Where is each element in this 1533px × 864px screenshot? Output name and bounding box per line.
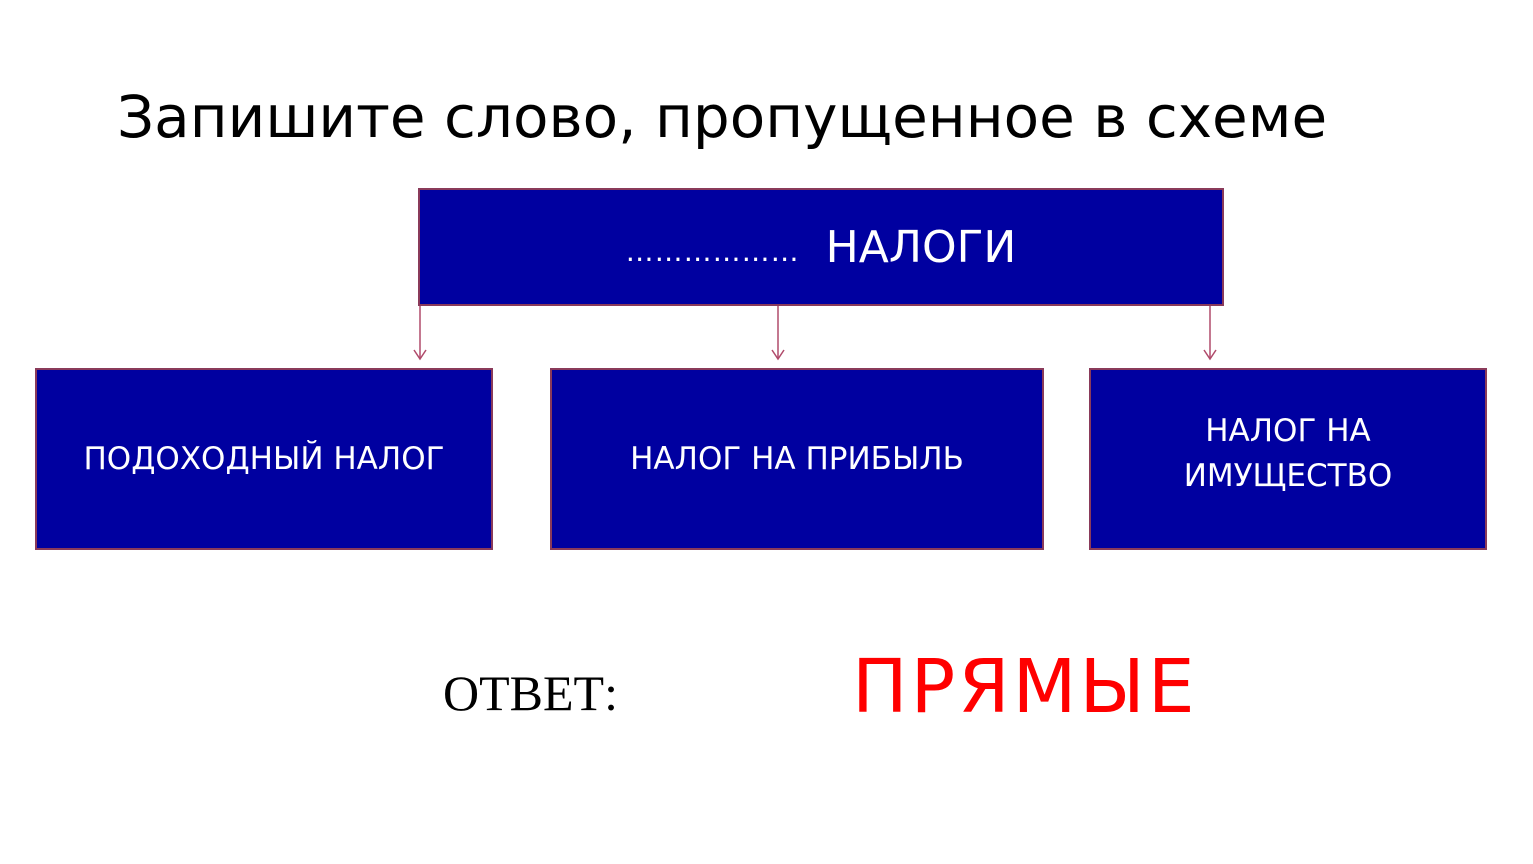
child-node-label: НАЛОГ НА ИМУЩЕСТВО	[1184, 409, 1393, 499]
child-node-label: НАЛОГ НА ПРИБЫЛЬ	[630, 440, 964, 477]
child-node-property-tax: НАЛОГ НА ИМУЩЕСТВО	[1089, 368, 1487, 550]
child-node-label-line-2: ИМУЩЕСТВО	[1183, 458, 1393, 494]
root-node-label: НАЛОГИ	[825, 221, 1017, 273]
root-node: ……………… НАЛОГИ	[418, 188, 1224, 306]
answer-label: ОТВЕТ:	[443, 665, 618, 721]
child-node-label-line-1: НАЛОГ НА	[1205, 413, 1371, 450]
connector-arrowhead-1	[413, 349, 427, 361]
blank-placeholder: ………………	[625, 234, 800, 268]
connector-arrowhead-3	[1203, 349, 1217, 361]
answer-value: ПРЯМЫЕ	[852, 644, 1198, 730]
child-node-profit-tax: НАЛОГ НА ПРИБЫЛЬ	[550, 368, 1044, 550]
child-node-label: ПОДОХОДНЫЙ НАЛОГ	[83, 440, 445, 477]
page-title: Запишите слово, пропущенное в схеме	[117, 83, 1328, 151]
child-node-income-tax: ПОДОХОДНЫЙ НАЛОГ	[35, 368, 493, 550]
connector-arrowhead-2	[771, 349, 785, 361]
